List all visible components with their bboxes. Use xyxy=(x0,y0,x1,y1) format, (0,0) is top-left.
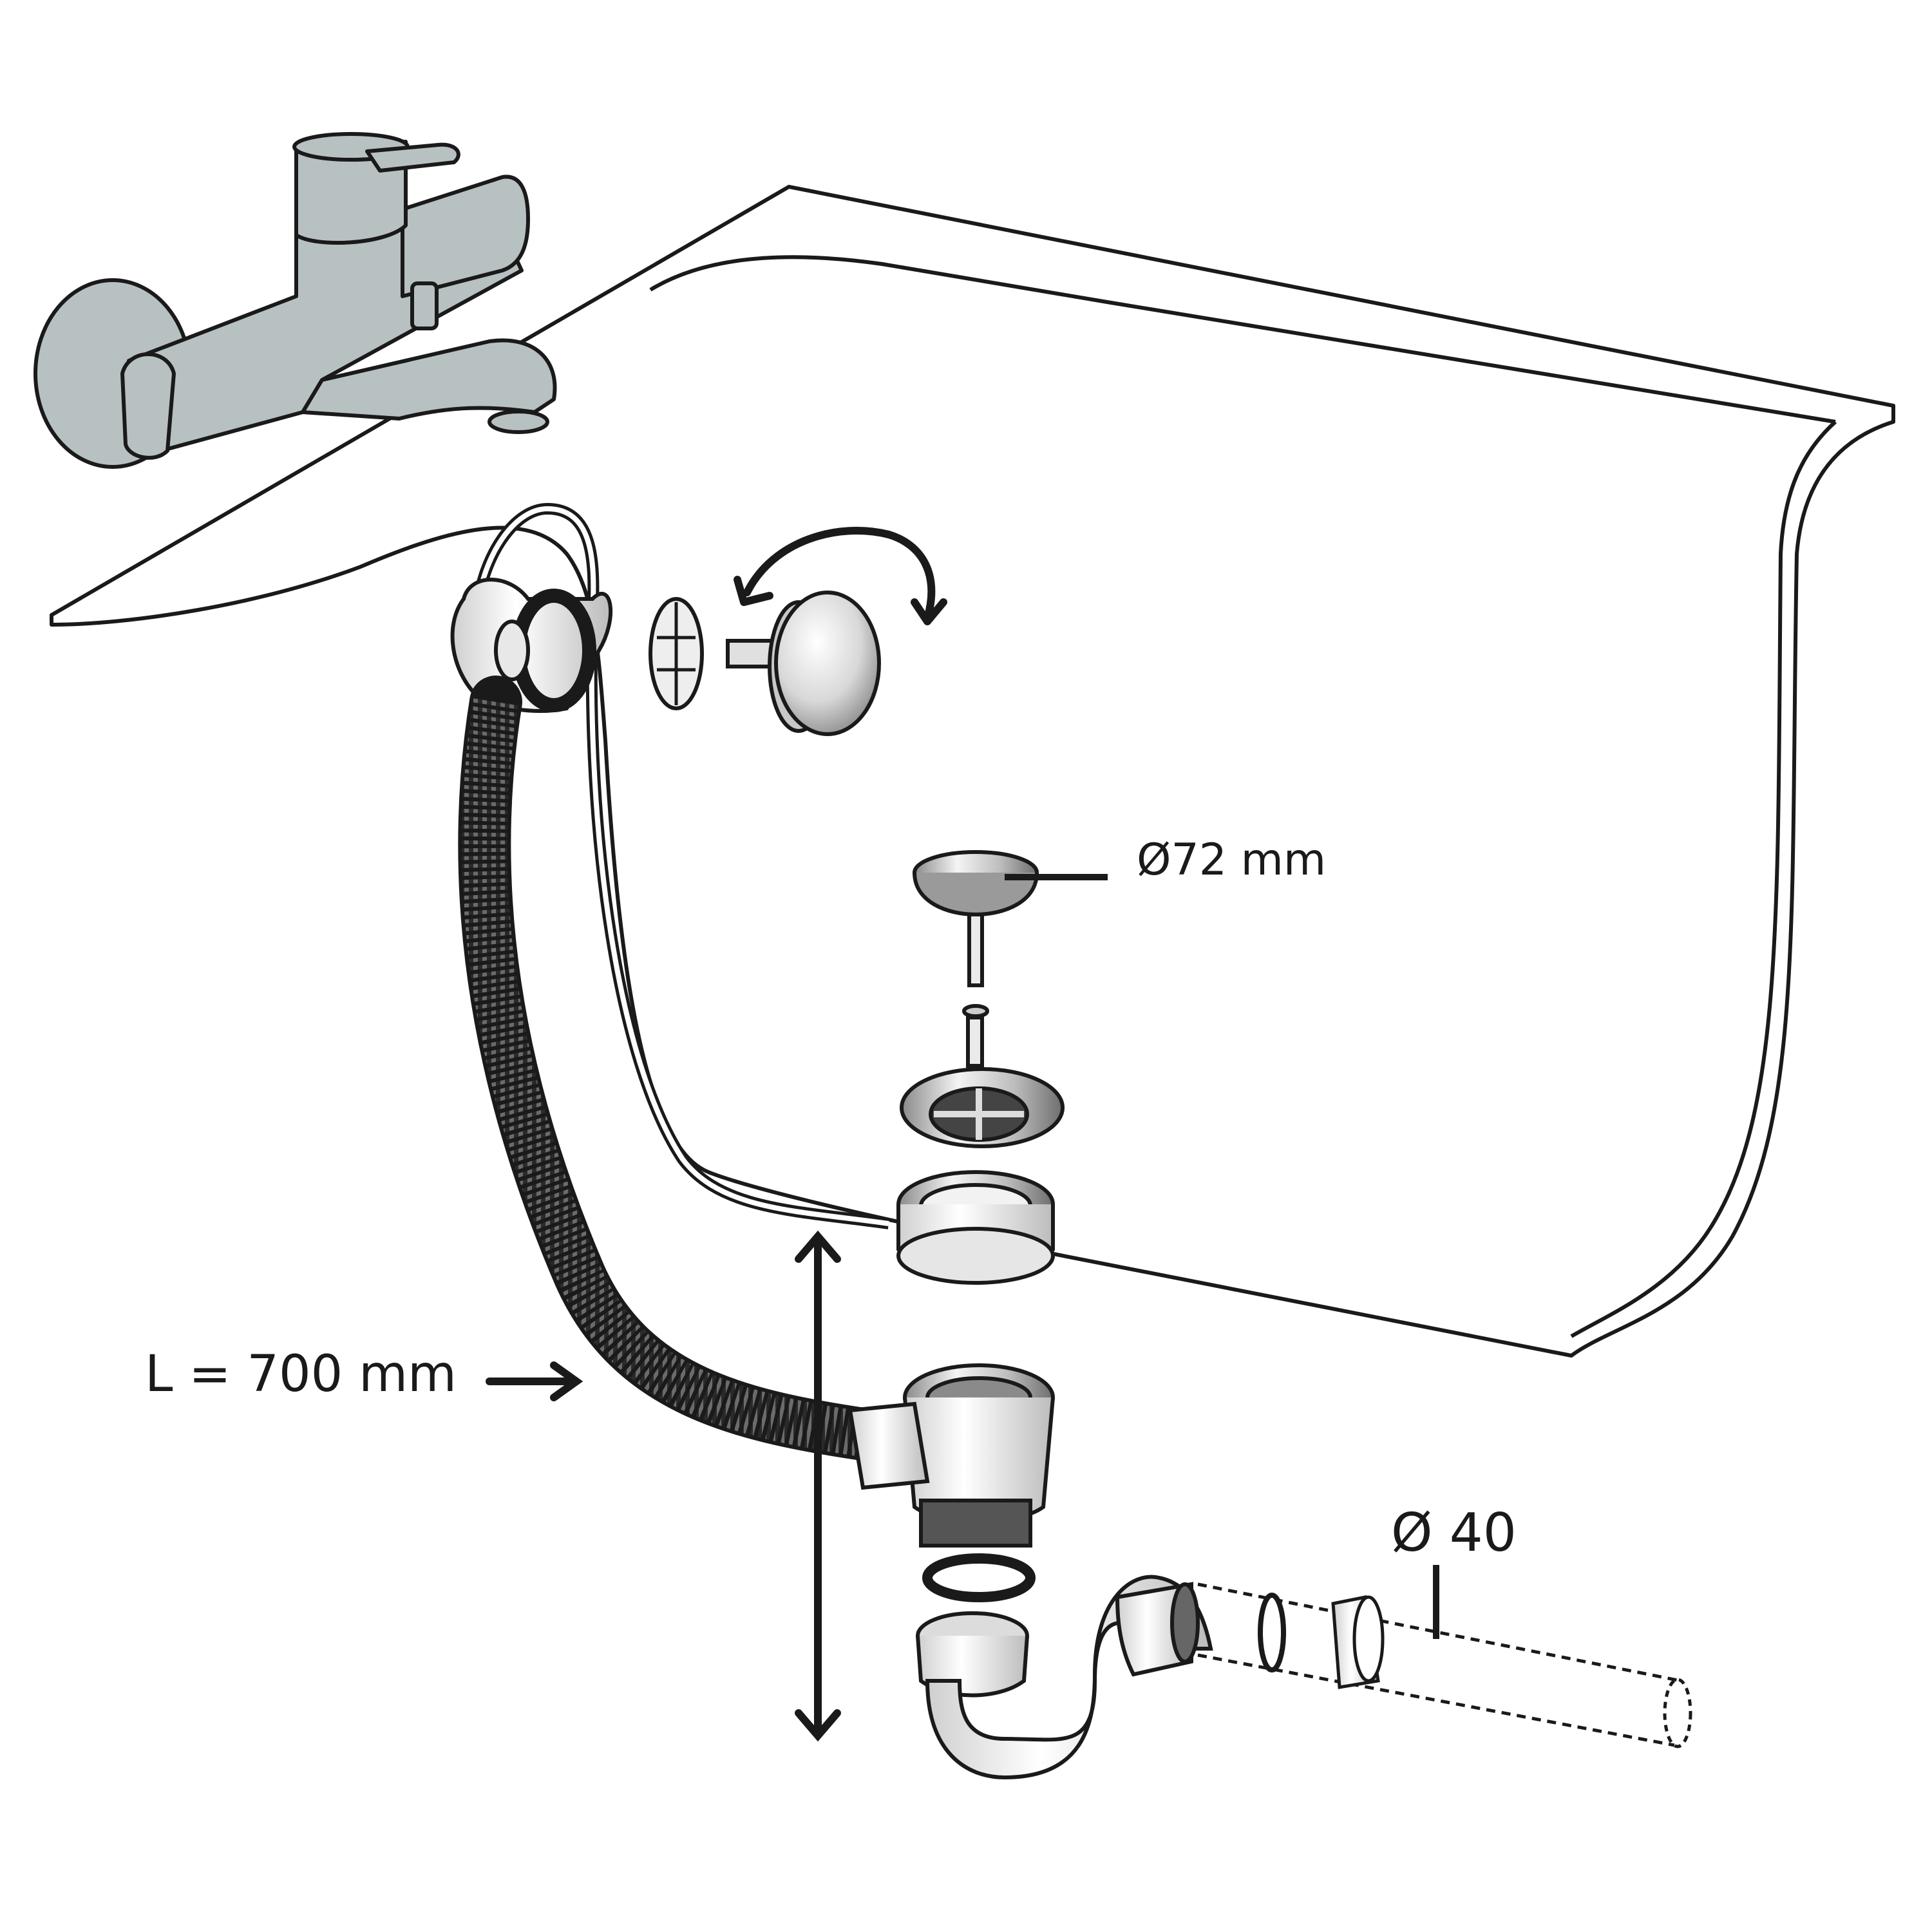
faucet-spout-outlet xyxy=(488,410,549,434)
hose-connector xyxy=(848,1401,930,1490)
overflow-spacer-cross xyxy=(657,602,696,705)
faucet-lever-handle xyxy=(365,142,460,173)
plug-stem xyxy=(967,913,984,987)
overflow-knob-stem xyxy=(726,639,775,668)
pipe-end xyxy=(1663,1678,1692,1748)
siphon-trap xyxy=(916,1575,1213,1780)
pipe-nut-face xyxy=(1352,1595,1385,1683)
waste-oring xyxy=(922,1553,1036,1602)
faucet-handle-left xyxy=(120,352,176,460)
plug-assembly xyxy=(896,850,1108,1285)
faucet-diverter-knob xyxy=(410,281,439,330)
pipe-bottom-edge xyxy=(1197,1653,1675,1747)
faucet-mixer-cylinder xyxy=(401,175,530,298)
bathtub-rim xyxy=(50,185,1895,1358)
bathtub-inner-edge xyxy=(649,255,1836,424)
curved-double-arrow-icon xyxy=(734,527,947,625)
corrugated-hose xyxy=(458,676,902,1463)
plug-diameter-label: Ø72 mm xyxy=(1137,835,1327,886)
pipe-seal-ring xyxy=(1258,1593,1286,1672)
outlet-pipe xyxy=(1197,1565,1692,1748)
waste-thread-bottom xyxy=(919,1499,1032,1548)
drain-washer xyxy=(896,1227,1055,1285)
overflow-knob-cap xyxy=(774,591,881,736)
grid-stem xyxy=(966,1016,984,1068)
waste-body xyxy=(848,1363,1055,1602)
wall-faucet xyxy=(33,132,557,469)
double-headed-vertical-arrow-icon xyxy=(795,1230,841,1742)
overflow-inner-ring xyxy=(494,620,530,681)
hose-length-label: L = 700 mm xyxy=(145,1345,457,1403)
drain-grid-cross xyxy=(934,1088,1024,1140)
bathtub xyxy=(50,185,1895,1358)
right-arrow-icon xyxy=(486,1361,583,1401)
siphon-outlet-end xyxy=(1170,1582,1200,1663)
plug-screw-head xyxy=(962,1004,989,1018)
pipe-diameter-label: Ø 40 xyxy=(1391,1502,1517,1564)
cable-conduit-inner xyxy=(474,506,889,1226)
bathtub-inner-wall xyxy=(1570,420,1837,1338)
